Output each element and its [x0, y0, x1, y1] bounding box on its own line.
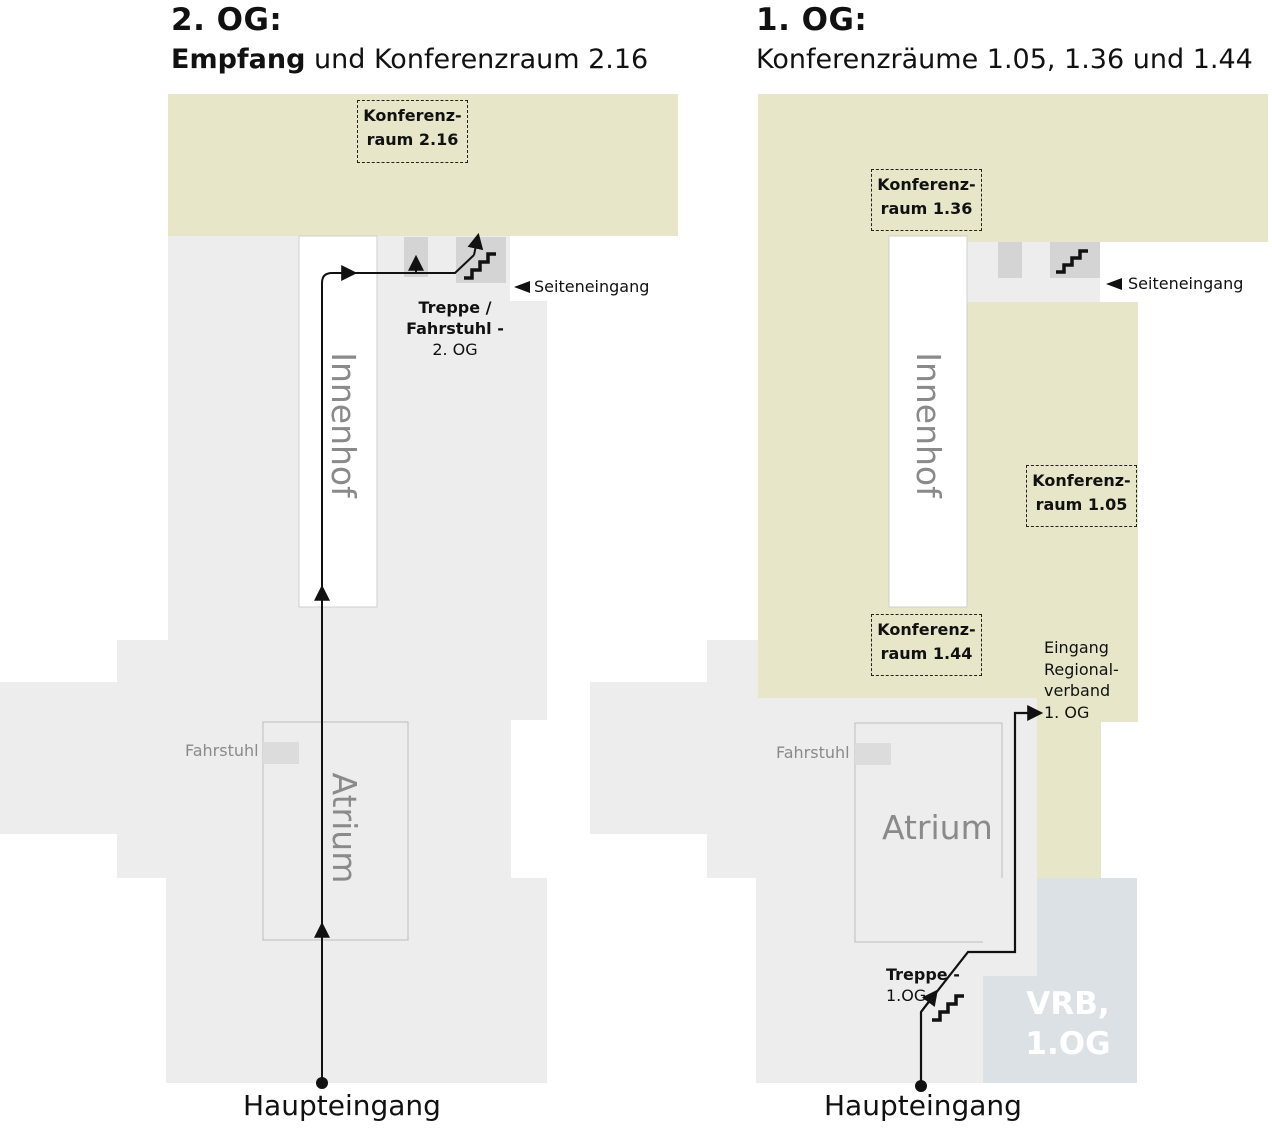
floor2-stairs-label: Treppe / Fahrstuhl - 2. OG [405, 297, 505, 360]
floor2-plan [0, 94, 678, 1089]
vrb-label-line2: 1.OG [1025, 1026, 1111, 1062]
room-label-line2: raum 2.16 [366, 130, 459, 149]
floor1-main-entrance-label: Haupteingang [824, 1089, 1022, 1122]
regional-label-line3: verband [1044, 681, 1111, 700]
route-arrow-icon [467, 232, 484, 256]
floor1-room-1-36: Konferenz- raum 1.36 [871, 169, 982, 231]
floor2-atrium-label: Atrium [325, 772, 364, 884]
floor1-room-1-05: Konferenz- raum 1.05 [1026, 465, 1137, 527]
floor1-courtyard [888, 235, 968, 608]
room-label-line1: Konferenz- [877, 175, 976, 194]
floor1-regional-entrance-label: Eingang Regional- verband 1. OG [1044, 637, 1119, 723]
stairs-label-line1: Treppe - [886, 965, 960, 984]
floor2-stair-bg [456, 237, 506, 283]
floor1-atrium [854, 722, 1003, 943]
floor1-vrb-label: VRB, 1.OG [1003, 984, 1133, 1064]
floor1-stairs-label: Treppe - 1.OG [886, 964, 960, 1006]
floor1-courtyard-label: Innenhof [909, 352, 948, 498]
start-dot-icon [316, 1077, 328, 1089]
room-label-line1: Konferenz- [877, 620, 976, 639]
floor1-atrium-label: Atrium [882, 808, 993, 847]
vrb-label-line1: VRB, [1026, 986, 1110, 1022]
regional-label-line4: 1. OG [1044, 702, 1090, 722]
stairs-icon [1056, 249, 1088, 274]
stairs-label-line2: 1.OG [886, 986, 927, 1005]
floor1-regional-area [758, 94, 1268, 878]
floor2-main-entrance-label: Haupteingang [243, 1089, 441, 1122]
floor2-subtitle-bold: Empfang [171, 44, 306, 75]
regional-label-line1: Eingang [1044, 638, 1109, 657]
floor1-route [919, 711, 1032, 1083]
floor2-heading: 2. OG: [171, 2, 283, 38]
floor1-elevator-label: Fahrstuhl [776, 743, 850, 762]
floor1-room-1-44: Konferenz- raum 1.44 [871, 614, 982, 676]
floor2-subtitle: Empfang und Konferenzraum 2.16 [171, 44, 648, 75]
room-label-line2: raum 1.36 [880, 199, 973, 218]
floor2-courtyard-label: Innenhof [324, 352, 363, 498]
stairs-label-line2: Fahrstuhl - [406, 319, 504, 338]
floor2-side-entrance-label: Seiteneingang [534, 277, 650, 296]
room-label-line1: Konferenz- [1032, 471, 1131, 490]
arrow-left-icon [1106, 278, 1122, 290]
stairs-label-line1: Treppe / [418, 298, 492, 317]
room-label-line2: raum 1.05 [1035, 495, 1128, 514]
floor1-side-entrance-label: Seiteneingang [1128, 274, 1244, 293]
floor2-room-2-16: Konferenz- raum 2.16 [357, 100, 468, 163]
floor1-lift [998, 242, 1022, 278]
stairs-icon [464, 252, 496, 280]
floor1-plan [590, 94, 1268, 1092]
floor1-vrb-gap [983, 878, 1037, 976]
room-label-line1: Konferenz- [363, 106, 462, 125]
stairs-label-line3: 2. OG [432, 340, 478, 359]
start-dot-icon [915, 1080, 927, 1092]
floor2-route [321, 254, 475, 1083]
floor2-courtyard [298, 235, 378, 608]
regional-label-line2: Regional- [1044, 659, 1119, 679]
stairs-icon [932, 994, 964, 1022]
floor2-elevator-box [263, 742, 299, 764]
floor1-elevator-box [855, 743, 891, 765]
room-label-line2: raum 1.44 [880, 644, 973, 663]
floor2-conference-area [168, 94, 678, 236]
floor2-subtitle-rest: und Konferenzraum 2.16 [305, 44, 649, 75]
floor2-elevator-label: Fahrstuhl [185, 741, 259, 760]
floor1-side-notch [1100, 242, 1138, 302]
floor1-subtitle: Konferenzräume 1.05, 1.36 und 1.44 [756, 44, 1253, 75]
route-arrow-icon [920, 989, 938, 1013]
arrow-left-icon [514, 281, 530, 293]
floor1-heading: 1. OG: [756, 2, 868, 38]
